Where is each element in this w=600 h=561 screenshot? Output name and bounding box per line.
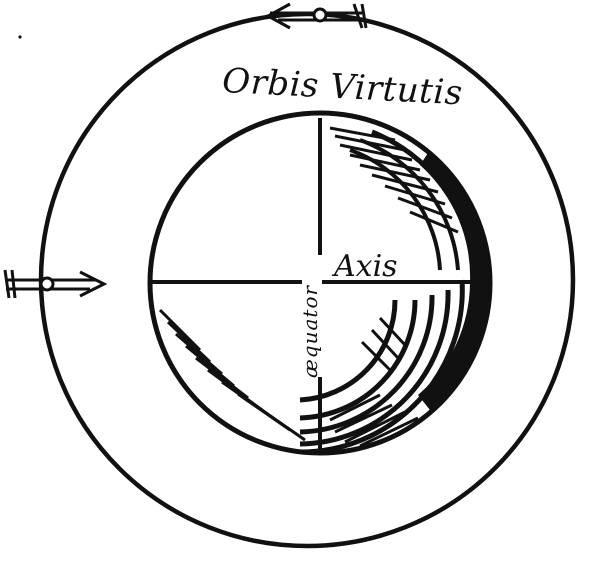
arrow-left-icon	[264, 2, 368, 30]
ink-speck	[18, 35, 22, 39]
axis-label-bg	[330, 250, 416, 280]
globe-shading	[158, 126, 489, 453]
axis-label: Axis	[331, 249, 398, 284]
aequator-label-bg	[302, 255, 322, 377]
aequator-label: æquator	[298, 285, 322, 378]
orbis-virtutis-label: Orbis Virtutis	[221, 61, 463, 114]
arrow-right-icon	[3, 269, 108, 299]
